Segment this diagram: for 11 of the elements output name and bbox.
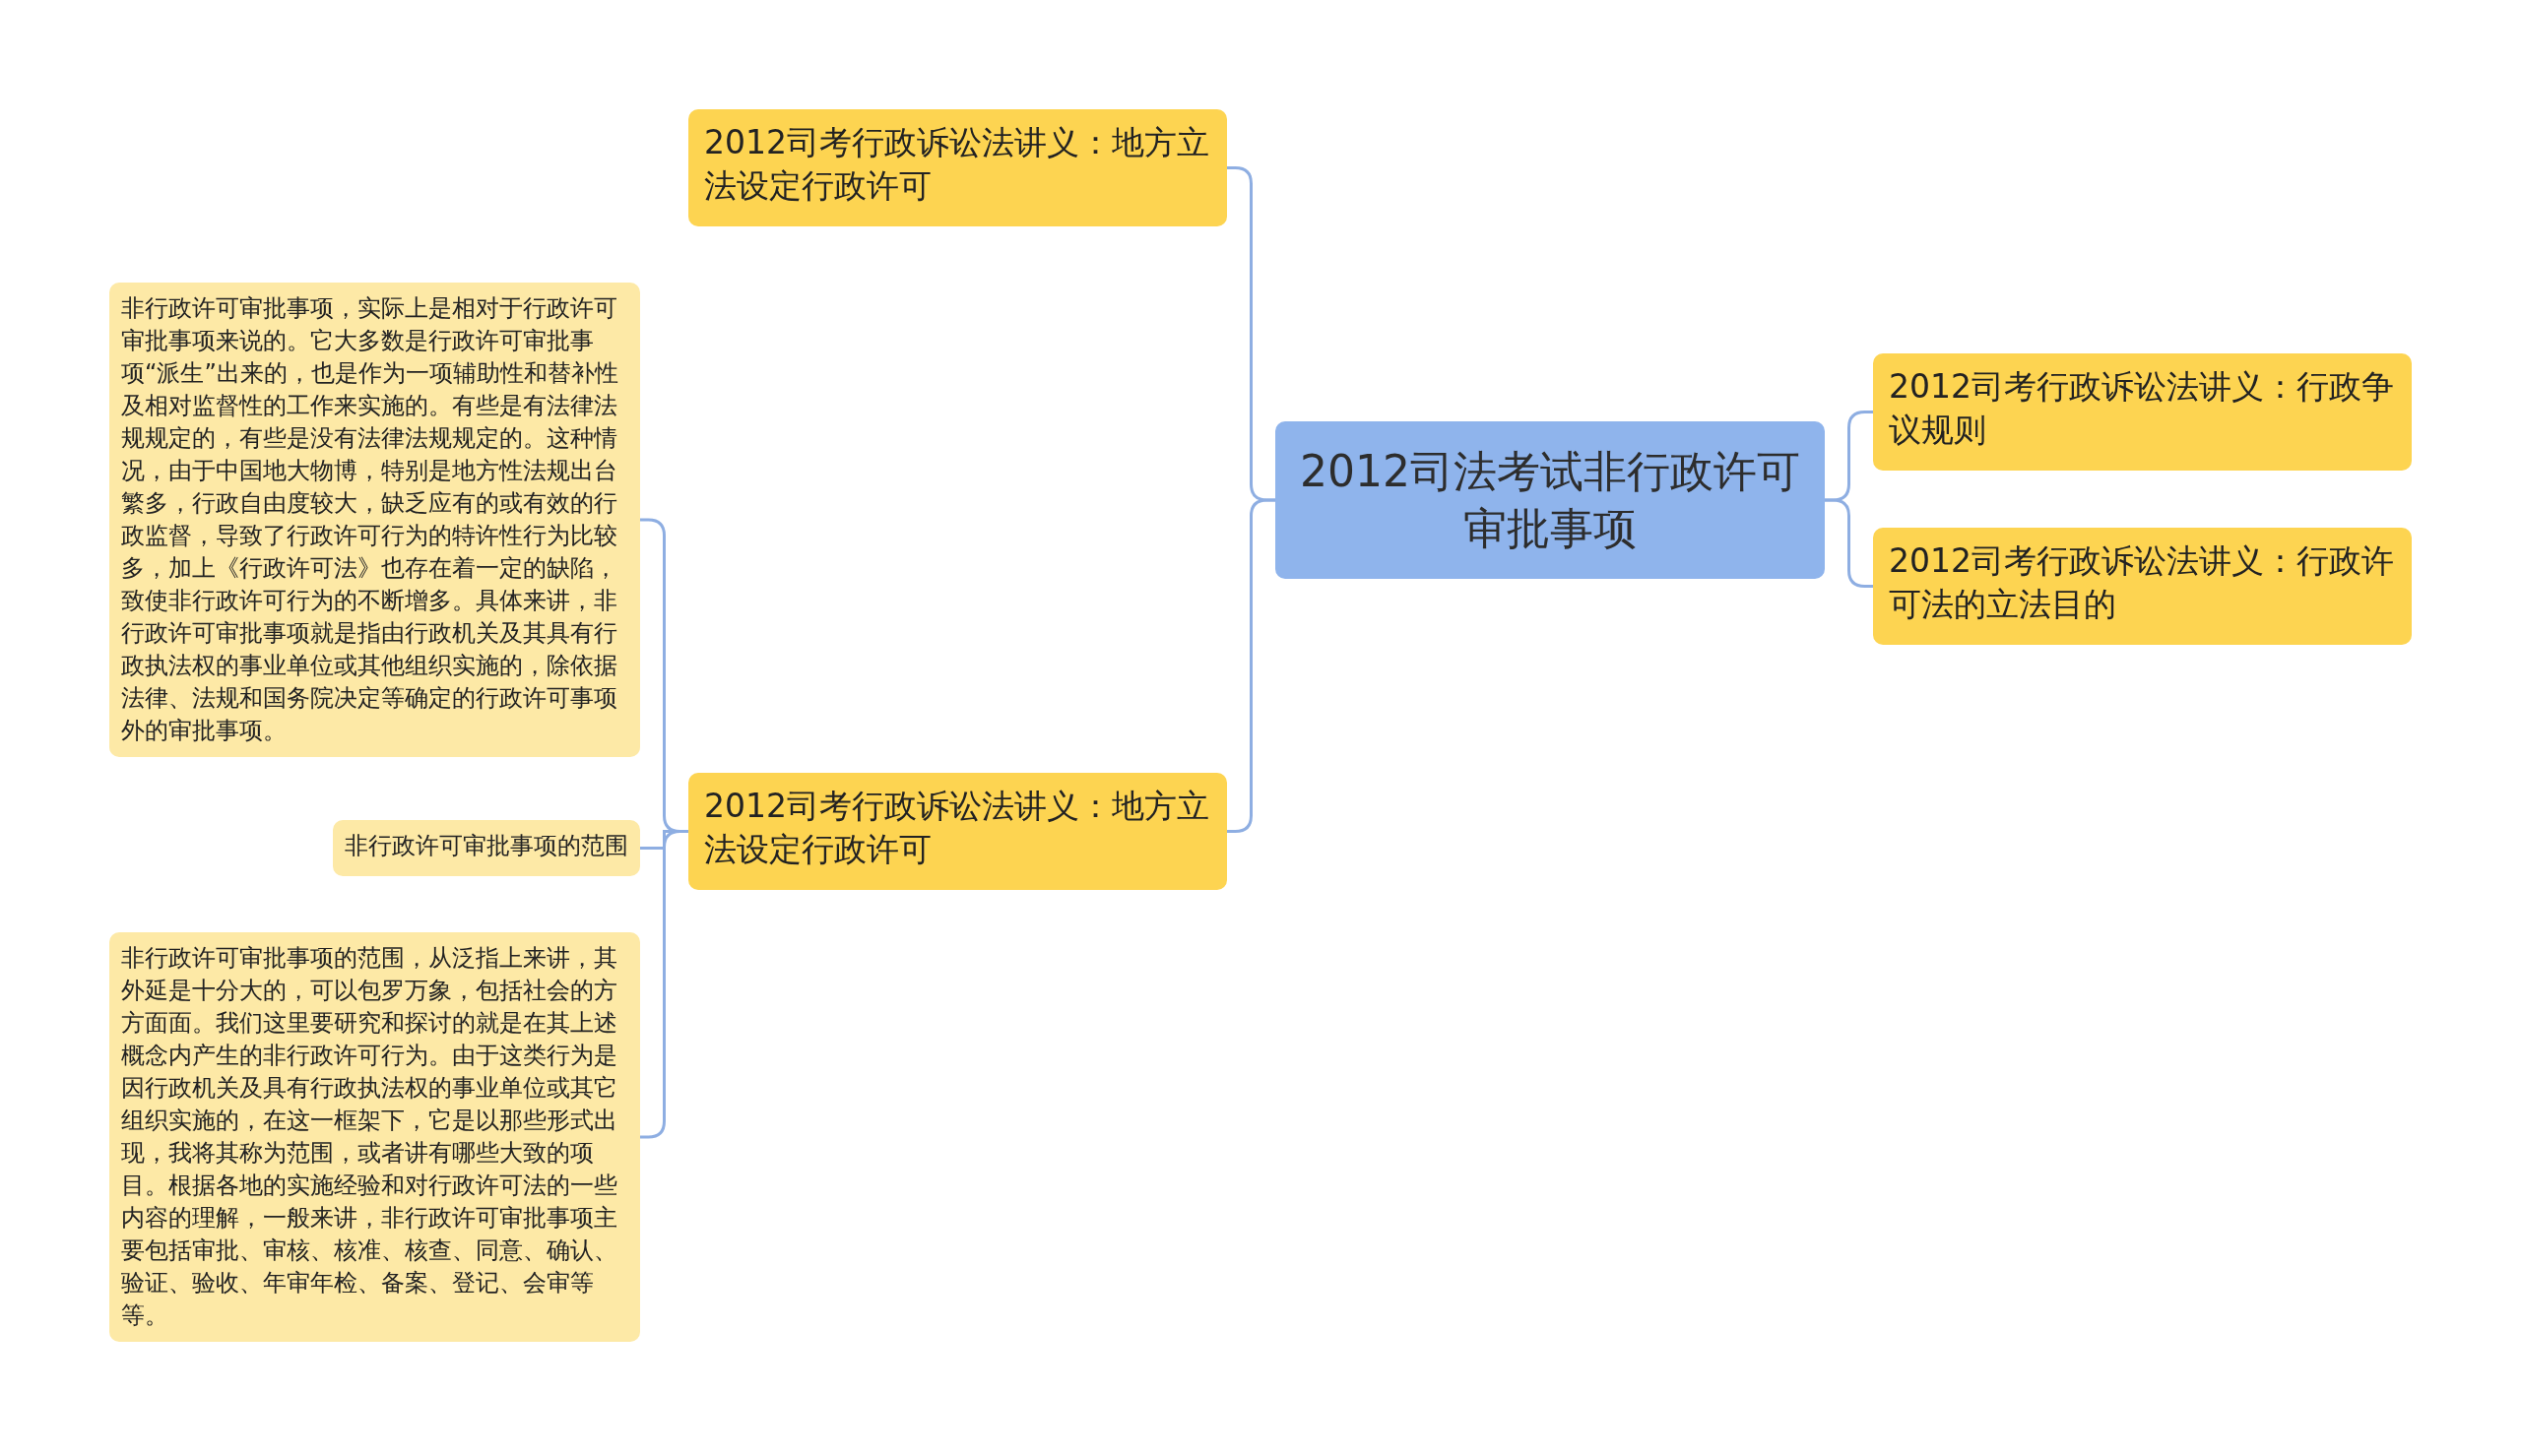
topic-box: 2012司考行政诉讼法讲义：地方立法设定行政许可	[688, 773, 1227, 890]
connector-line	[1227, 498, 1275, 833]
topic-box: 2012司考行政诉讼法讲义：行政争议规则	[1873, 353, 2412, 471]
note-box: 非行政许可审批事项，实际上是相对于行政许可审批事项来说的。它大多数是行政许可审批事项“派生”出来的，也是作为一项辅助性和替补性及相对监督性的工作来实施的。有些是有法律法规规定的，有些是没有法律法规规定的。这种情况，由于中国地大物博，特别是地方性法规出台繁多，行政自由度较大，缺乏应有的或有效的行政监督，导致了行政许可行为的特许性行为比较多，加上《行政许可法》也存在着一定的缺陷，致使非行政许可行为的不断增多。具体来讲，非行政许可审批事项就是指由行政机关及其具有行政执法权的事业单位或其他组织实施的，除依据法律、法规和国务院决定等确定的行政许可事项外的审批事项。	[109, 283, 640, 757]
topic-box: 2012司考行政诉讼法讲义：行政许可法的立法目的	[1873, 528, 2412, 645]
subtopic-box: 非行政许可审批事项的范围	[333, 820, 640, 876]
connector-line	[640, 830, 688, 1139]
topic-box: 2012司考行政诉讼法讲义：地方立法设定行政许可	[688, 109, 1227, 226]
note-box: 非行政许可审批事项的范围，从泛指上来讲，其外延是十分大的，可以包罗万象，包括社会的方方面面。我们这里要研究和探讨的就是在其上述概念内产生的非行政许可行为。由于这类行为是因行政机关及具有行政执法权的事业单位或其它组织实施的，在这一框架下，它是以那些形式出现，我将其称为范围，或者讲有哪些大致的项目。根据各地的实施经验和对行政许可法的一些内容的理解，一般来讲，非行政许可审批事项主要包括审批、审核、核准、核查、同意、确认、验证、验收、年审年检、备案、登记、会审等等。	[109, 932, 640, 1342]
connector-line	[1825, 498, 1873, 588]
central-topic-box: 2012司法考试非行政许可审批事项	[1275, 421, 1825, 579]
